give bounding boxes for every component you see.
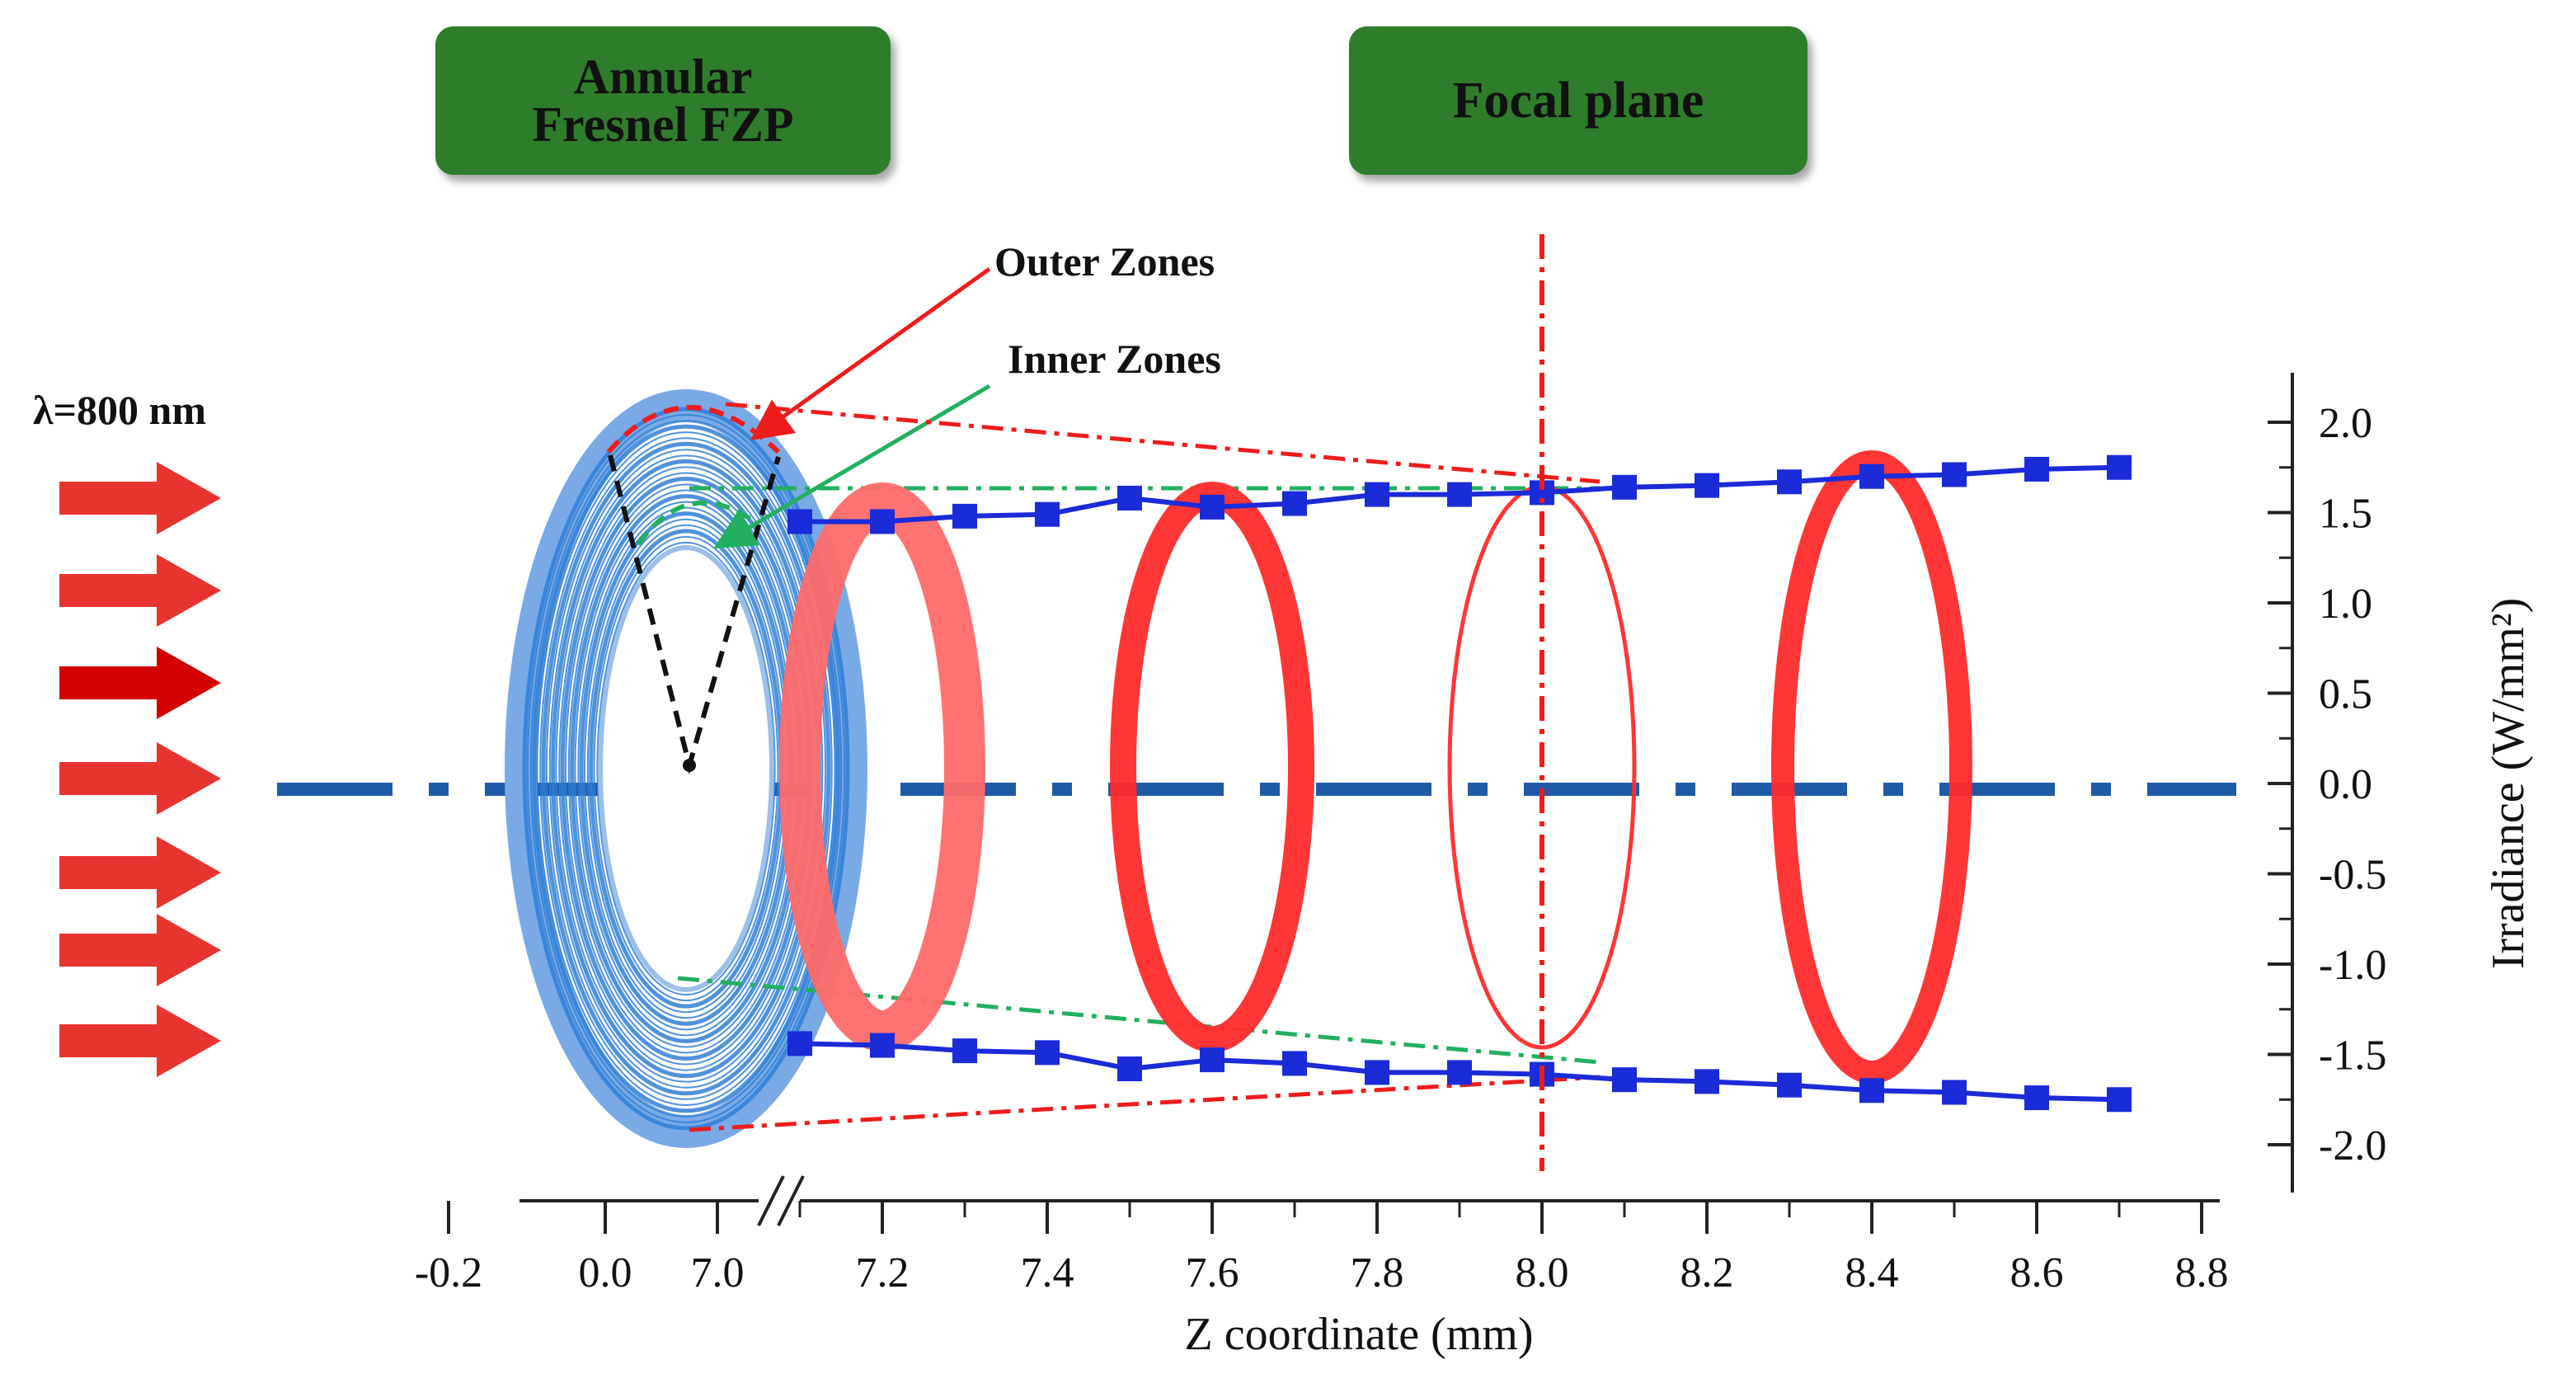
data-point [787, 1031, 812, 1056]
data-point [1117, 485, 1142, 511]
data-point [1777, 1072, 1802, 1098]
axis-break-mark [757, 1175, 785, 1226]
x-tick-label: -0.2 [415, 1249, 482, 1296]
data-point [1365, 482, 1389, 507]
fzp-zone-ring [541, 441, 831, 1096]
focal-badge-label: Focal plane [1452, 72, 1704, 129]
data-point [2024, 1085, 2049, 1111]
fzp-outer-band [505, 389, 867, 1148]
data-point [1612, 474, 1637, 500]
inner-zones-label: Inner Zones [1008, 336, 1221, 382]
data-point [1859, 1078, 1884, 1103]
arrow-right-icon [59, 1005, 221, 1077]
data-point [1942, 462, 1967, 487]
x-tick-label: 7.4 [1021, 1249, 1074, 1296]
wavelength-label: λ=800 nm [33, 387, 207, 433]
irradiance-ring [1771, 450, 1972, 1084]
fzp-zone-ring [539, 437, 833, 1100]
irradiance-ring [1110, 482, 1314, 1052]
fzp-badge-line2: Fresnel FZP [532, 97, 794, 152]
outer-zones-pointer [750, 266, 991, 440]
fzp-zone-ring [596, 541, 776, 996]
data-point [787, 509, 812, 534]
chart-axes: -0.2 0.0 7.0 7.2 7.4 7.6 7.8 8.0 8.2 8.4 8.6 8.8 Z c… [415, 373, 2534, 1360]
fzp-badge-line1: Annular [573, 49, 753, 104]
fzp-zone-ring [593, 535, 779, 1002]
irradiance-series [787, 454, 2132, 1113]
irradiance-ring [779, 482, 985, 1052]
data-point [1117, 1056, 1142, 1082]
y-tick-label: -1.0 [2319, 942, 2386, 989]
annular-fzp-badge: Annular Fresnel FZP [435, 26, 891, 175]
fzp-zone-ring [536, 431, 836, 1106]
fzp-zone-ring [532, 424, 840, 1113]
x-tick-label: 8.8 [2175, 1249, 2229, 1296]
data-point [870, 1033, 895, 1058]
x-tick-label: 0.0 [579, 1249, 632, 1296]
x-tick-label: 7.0 [691, 1249, 745, 1296]
inner-envelope-bottom [677, 976, 1601, 1065]
y-axis-title: Irradiance (W/mm²) [2483, 598, 2534, 970]
y-tick-label: -2.0 [2319, 1122, 2386, 1169]
x-tick-label: 8.0 [1516, 1249, 1569, 1296]
data-point [2107, 1087, 2132, 1113]
data-point [1365, 1060, 1389, 1085]
x-tick-label: 8.6 [2010, 1249, 2064, 1296]
data-point [1447, 1060, 1472, 1085]
axis-break-mark [777, 1175, 805, 1226]
data-point [1282, 1051, 1307, 1076]
data-point [2107, 454, 2132, 480]
y-tick-label: 1.0 [2319, 581, 2372, 628]
y-tick-label: -0.5 [2319, 852, 2386, 899]
data-point [952, 503, 977, 529]
y-tick-label: 0.0 [2319, 761, 2372, 808]
incident-beam-arrows [59, 462, 221, 1077]
data-point [1447, 482, 1472, 507]
data-point [870, 509, 895, 534]
irradiance-rings [779, 450, 1972, 1084]
x-axis-title: Z coordinate (mm) [1185, 1309, 1534, 1360]
arrow-right-icon [59, 462, 221, 534]
arrow-right-icon [59, 554, 221, 627]
x-tick-label: 7.6 [1186, 1249, 1239, 1296]
zone-cone-apex [683, 759, 696, 772]
x-tick-label: 7.2 [856, 1249, 910, 1296]
fzp-zone-ring [522, 407, 850, 1131]
data-point [2024, 456, 2049, 482]
data-point [1859, 463, 1884, 489]
data-point [1282, 491, 1307, 516]
data-point [1695, 473, 1719, 498]
outer-envelope-bottom [689, 1075, 1601, 1132]
focal-plane-badge: Focal plane [1349, 26, 1807, 175]
y-tick-label: 0.5 [2319, 671, 2372, 718]
data-point [1695, 1069, 1719, 1094]
fzp-zone-ring [545, 449, 827, 1089]
inner-zones-pointer [713, 383, 991, 549]
outer-zones-label: Outer Zones [994, 238, 1215, 285]
y-tick-label: 2.0 [2319, 400, 2372, 447]
data-point [1035, 1040, 1060, 1066]
data-point [1200, 1047, 1225, 1073]
arrow-right-icon [59, 647, 221, 719]
x-tick-label: 8.4 [1845, 1249, 1899, 1296]
data-point [1612, 1067, 1637, 1093]
arrow-right-icon [59, 836, 221, 909]
fzp-zone-ring [526, 414, 846, 1123]
x-tick-label: 7.8 [1351, 1249, 1404, 1296]
data-point [952, 1038, 977, 1064]
fzp-zone-ring [529, 420, 843, 1118]
data-point [1200, 494, 1225, 520]
data-point [1035, 501, 1060, 527]
y-tick-label: 1.5 [2319, 491, 2372, 538]
data-point [1777, 469, 1802, 495]
x-tick-label: 8.2 [1681, 1249, 1734, 1296]
outer-envelope-top [725, 402, 1601, 484]
arrow-right-icon [59, 742, 221, 815]
data-point [1942, 1080, 1967, 1105]
y-tick-label: -1.5 [2319, 1033, 2386, 1080]
arrow-right-icon [59, 914, 221, 986]
fzp-zone-ring [548, 454, 824, 1083]
